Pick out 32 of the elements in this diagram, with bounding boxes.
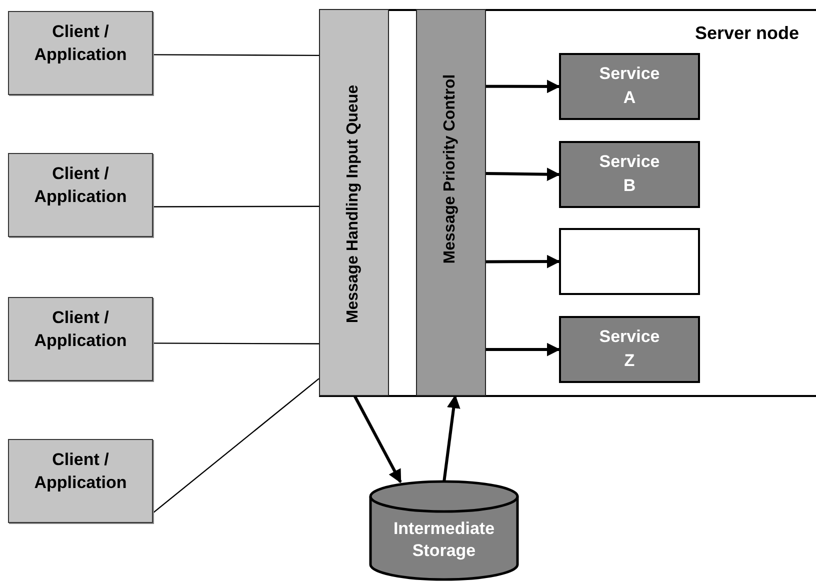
storage-label: Intermediate Storage bbox=[392, 518, 496, 562]
connector-line bbox=[153, 206, 319, 208]
client-label: Client / Application bbox=[33, 307, 128, 352]
client-label: Client / Application bbox=[33, 163, 128, 208]
arrow bbox=[486, 342, 560, 356]
arrow bbox=[442, 394, 460, 482]
column-label: Message Priority Control bbox=[440, 72, 459, 266]
connector-line bbox=[152, 378, 320, 514]
client-label: Client / Application bbox=[33, 21, 128, 66]
service-box bbox=[559, 316, 700, 383]
server-node-title: Server node bbox=[694, 23, 799, 44]
service-label: Service A bbox=[598, 63, 661, 109]
connector-line bbox=[153, 54, 319, 56]
column-label: Message Handling Input Queue bbox=[343, 83, 362, 325]
arrow bbox=[486, 80, 560, 94]
client-label: Client / Application bbox=[33, 449, 128, 494]
client-box bbox=[8, 297, 153, 381]
connector-line bbox=[153, 342, 319, 344]
arrow bbox=[486, 254, 560, 268]
service-box bbox=[559, 141, 700, 208]
arrow bbox=[353, 395, 402, 484]
queue-column bbox=[319, 9, 389, 396]
client-box bbox=[8, 11, 153, 95]
priority-control-column bbox=[416, 9, 486, 396]
empty-box bbox=[559, 228, 700, 295]
service-label: Service Z bbox=[598, 326, 661, 372]
server-node-frame bbox=[319, 9, 816, 397]
service-label: Service B bbox=[598, 151, 661, 197]
arrow bbox=[486, 168, 560, 182]
service-box bbox=[559, 53, 700, 120]
client-box bbox=[8, 439, 153, 523]
client-box bbox=[8, 153, 153, 237]
